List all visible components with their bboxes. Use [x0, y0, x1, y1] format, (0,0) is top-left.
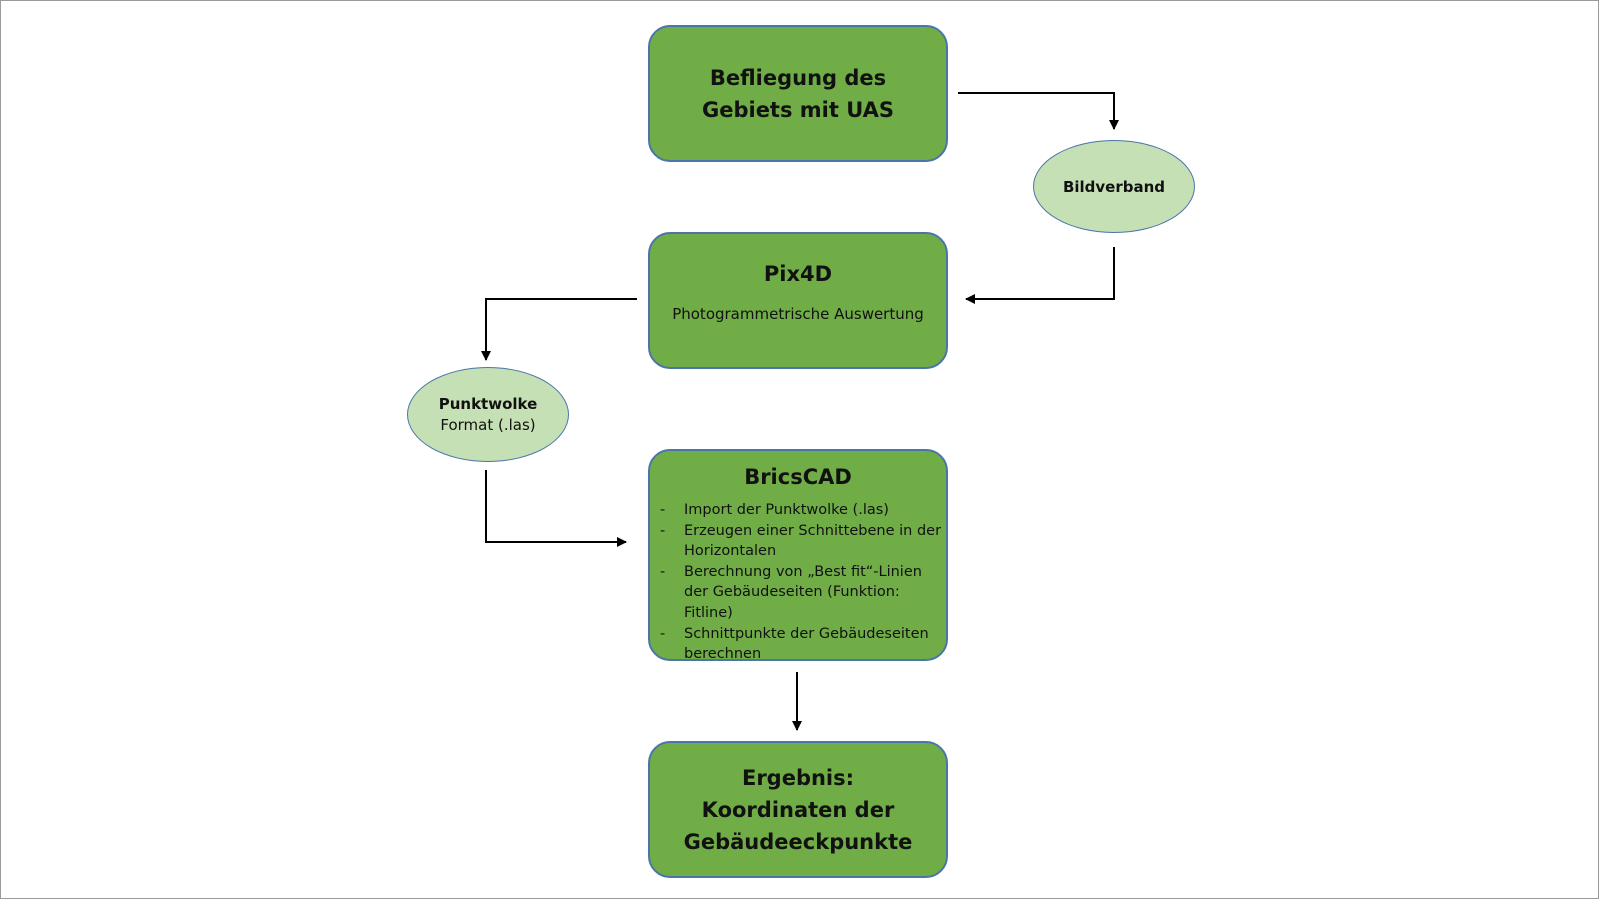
ergebnis-line-3: Gebäudeeckpunkte [683, 829, 913, 854]
bricscad-step: Schnittpunkte der Gebäudeseiten berechne… [652, 624, 946, 665]
bricscad-step: Erzeugen einer Schnittebene in der Horiz… [652, 521, 946, 562]
bricscad-title: BricsCAD [744, 465, 852, 489]
node-punktwolke: Punktwolke Format (.las) [407, 367, 569, 462]
bildverband-label: Bildverband [1062, 177, 1166, 196]
node-befliegung: Befliegung des Gebiets mit UAS [648, 25, 948, 162]
arrow-bildverband-to-pix4d [965, 247, 1115, 304]
pix4d-title: Pix4D [763, 262, 833, 286]
arrow-befliegung-to-bildverband [958, 92, 1119, 130]
ergebnis-line-1: Ergebnis: [741, 765, 855, 790]
punktwolke-title: Punktwolke [438, 394, 538, 413]
punktwolke-subtitle: Format (.las) [440, 415, 536, 434]
bricscad-step: Berechnung von „Best fit“-Linien der Geb… [652, 562, 946, 624]
ergebnis-line-2: Koordinaten der [701, 797, 895, 822]
node-ergebnis: Ergebnis: Koordinaten der Gebäudeeckpunk… [648, 741, 948, 878]
node-bildverband: Bildverband [1033, 140, 1195, 233]
befliegung-line-2: Gebiets mit UAS [701, 97, 894, 122]
bricscad-steps: Import der Punktwolke (.las) Erzeugen ei… [652, 500, 946, 665]
arrow-punktwolke-to-bricscad [485, 470, 627, 547]
pix4d-subtitle: Photogrammetrische Auswertung [672, 305, 924, 323]
befliegung-line-1: Befliegung des [709, 65, 887, 90]
node-pix4d: Pix4D Photogrammetrische Auswertung [648, 232, 948, 369]
bricscad-step: Import der Punktwolke (.las) [652, 500, 946, 521]
node-bricscad: BricsCAD Import der Punktwolke (.las) Er… [648, 449, 948, 662]
arrow-pix4d-to-punktwolke [481, 298, 637, 361]
